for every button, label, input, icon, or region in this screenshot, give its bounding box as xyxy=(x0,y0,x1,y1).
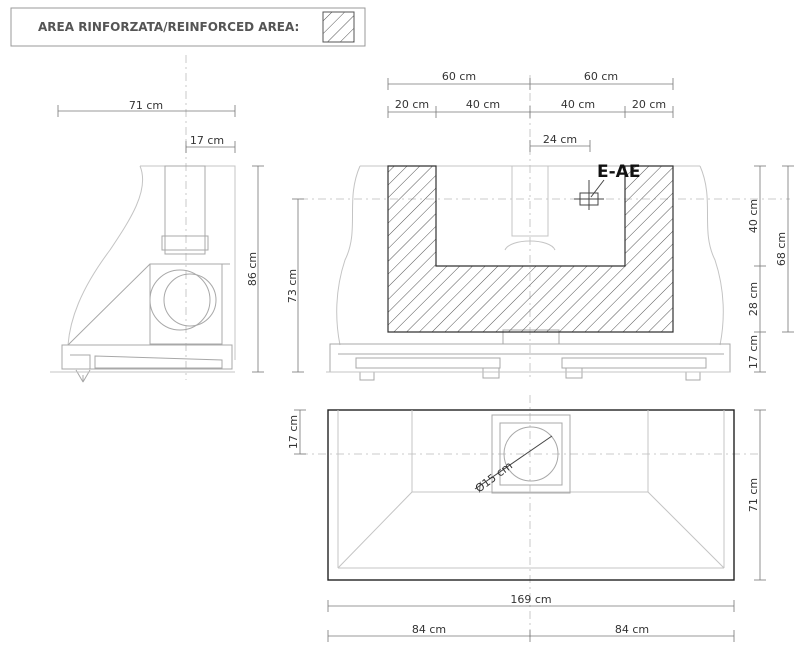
top-depth-label: 71 cm xyxy=(747,478,760,512)
top-half-right-label: 84 cm xyxy=(615,623,649,636)
front-seg4-label: 20 cm xyxy=(632,98,666,111)
front-lower-height-label: 28 cm xyxy=(747,282,760,316)
front-seg1-label: 20 cm xyxy=(395,98,429,111)
front-hood-height-label: 73 cm xyxy=(286,269,299,303)
front-seg2-label: 40 cm xyxy=(466,98,500,111)
top-total-width-label: 169 cm xyxy=(510,593,551,606)
legend-label: AREA RINFORZATA/REINFORCED AREA: xyxy=(38,20,299,34)
side-height-label: 86 cm xyxy=(246,252,259,286)
front-half-left-label: 60 cm xyxy=(442,70,476,83)
front-total-height-label: 68 cm xyxy=(775,232,788,266)
flue-diameter-label: Ø15 cm xyxy=(473,459,515,495)
side-view: 71 cm 17 cm 86 cm xyxy=(50,55,264,383)
side-width-label: 71 cm xyxy=(129,99,163,112)
top-view: Ø15 cm 17 cm 71 cm 169 cm 84 cm 84 cm xyxy=(287,395,766,642)
top-half-left-label: 84 cm xyxy=(412,623,446,636)
front-upper-height-label: 40 cm xyxy=(747,199,760,233)
front-base-height-label: 17 cm xyxy=(747,335,760,369)
reinforced-area xyxy=(387,165,674,333)
front-seg3-label: 40 cm xyxy=(561,98,595,111)
top-depth-offset-label: 17 cm xyxy=(287,415,300,449)
front-view: 60 cm 60 cm 20 cm 40 cm 40 cm 20 cm 24 c… xyxy=(286,70,794,381)
side-flue-offset-label: 17 cm xyxy=(190,134,224,147)
fixing-point-tag: E-AE xyxy=(597,162,640,182)
front-fix-offset-label: 24 cm xyxy=(543,133,577,146)
legend-hatch-swatch xyxy=(322,11,355,43)
front-half-right-label: 60 cm xyxy=(584,70,618,83)
legend: AREA RINFORZATA/REINFORCED AREA: xyxy=(10,7,366,47)
